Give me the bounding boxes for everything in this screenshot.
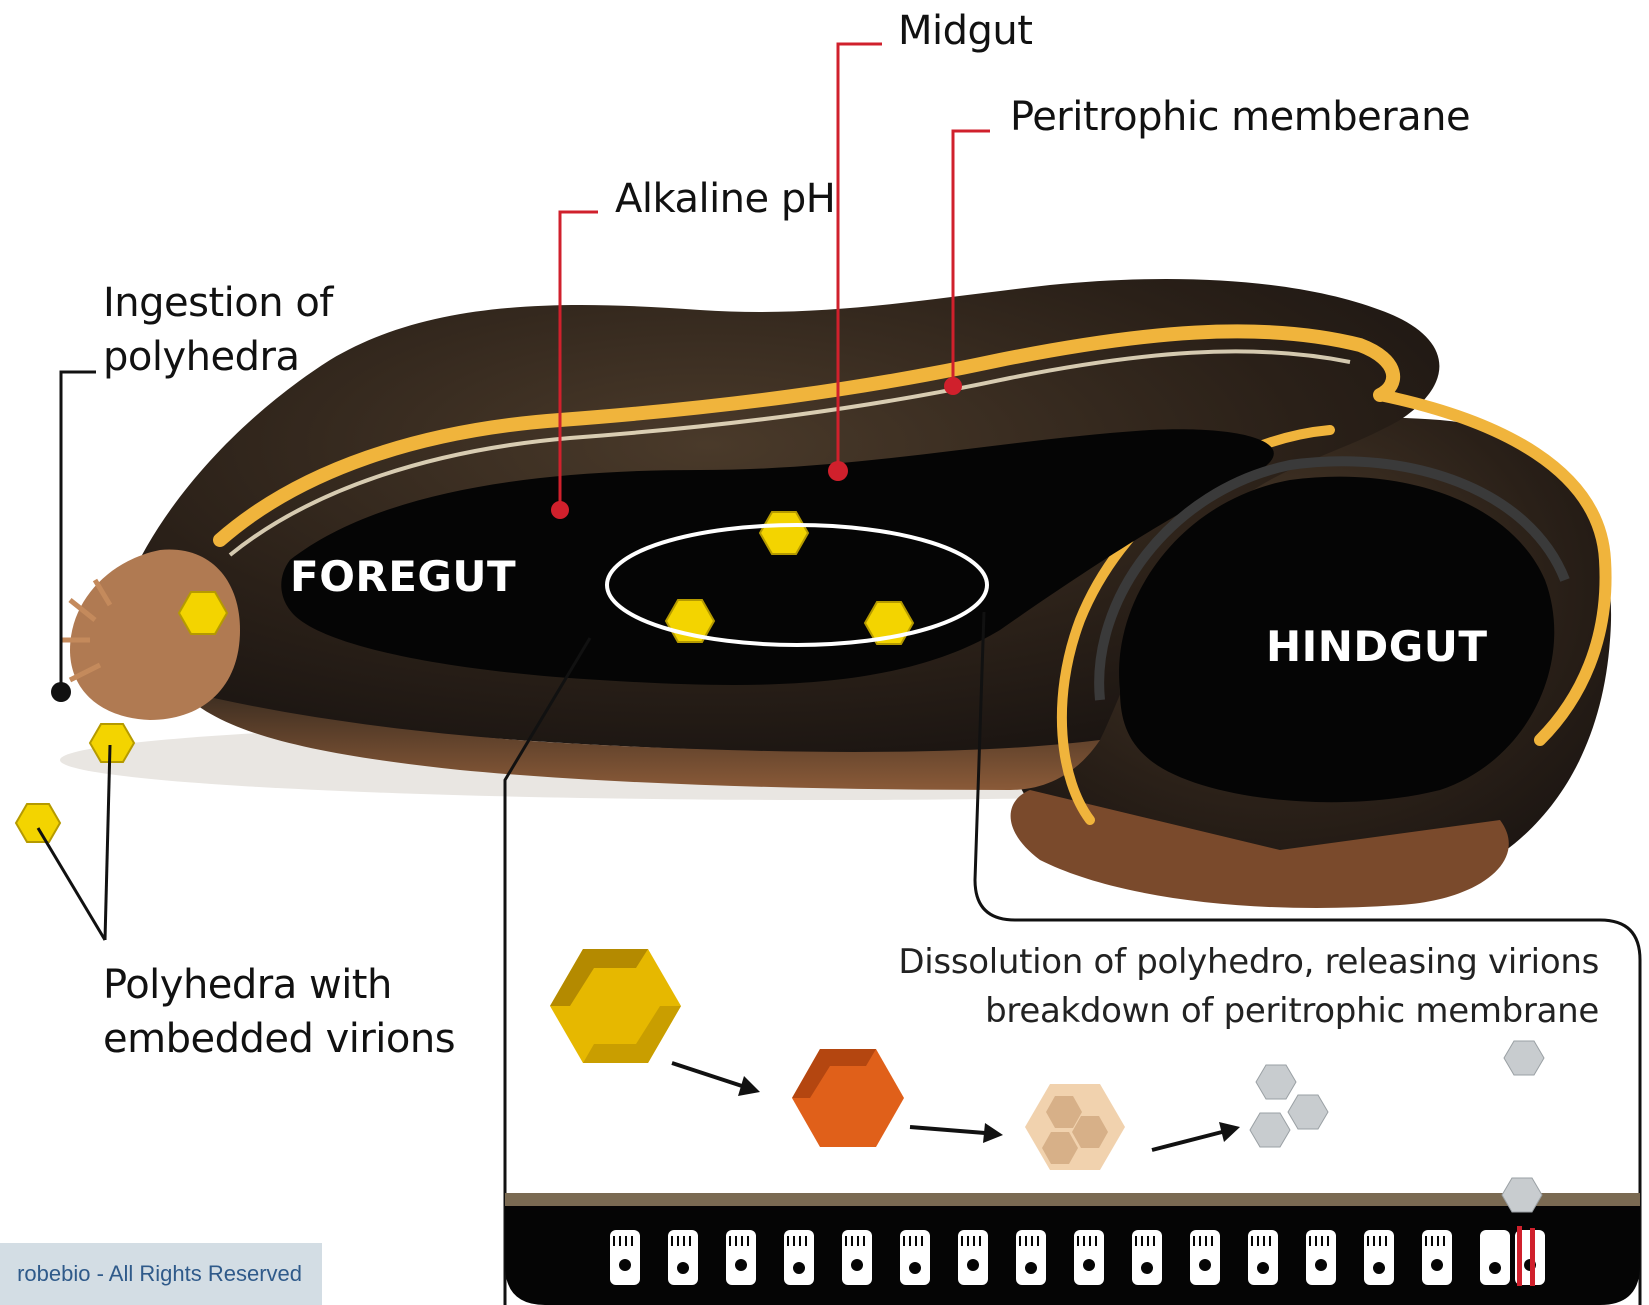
process-arrows — [672, 1063, 1240, 1150]
dissolution-caption: Dissolution of polyhedro, releasing viri… — [898, 938, 1599, 1037]
polyhedron-hexagon — [16, 804, 60, 842]
ingestion-label: Ingestion of polyhedra — [103, 276, 333, 384]
polyhedron-hexagon — [90, 724, 134, 762]
ingestion-label-line2: polyhedra — [103, 330, 333, 384]
polyhedra-virions-line2: embedded virions — [103, 1012, 455, 1066]
released-virions — [1250, 1041, 1544, 1212]
alkaline-ph-label: Alkaline pH — [615, 172, 835, 226]
polyhedron-stage-1 — [550, 949, 681, 1063]
ingestion-label-line1: Ingestion of — [103, 276, 333, 330]
polyhedron-stage-2 — [792, 1049, 904, 1147]
ingestion-point — [51, 682, 71, 702]
polyhedron-stage-3 — [1025, 1084, 1125, 1170]
copyright-notice: robebio - All Rights Reserved — [0, 1243, 322, 1305]
midgut-label: Midgut — [898, 4, 1032, 58]
dissolution-caption-line2: breakdown of peritrophic membrane — [898, 987, 1599, 1036]
dissolution-caption-line1: Dissolution of polyhedro, releasing viri… — [898, 938, 1599, 987]
polyhedra-virions-label: Polyhedra with embedded virions — [103, 958, 455, 1066]
hindgut-label: HINDGUT — [1266, 622, 1488, 671]
foregut-label: FOREGUT — [290, 552, 516, 601]
peritrophic-membrane-label: Peritrophic memberane — [1010, 90, 1470, 144]
polyhedra-virions-line1: Polyhedra with — [103, 958, 455, 1012]
